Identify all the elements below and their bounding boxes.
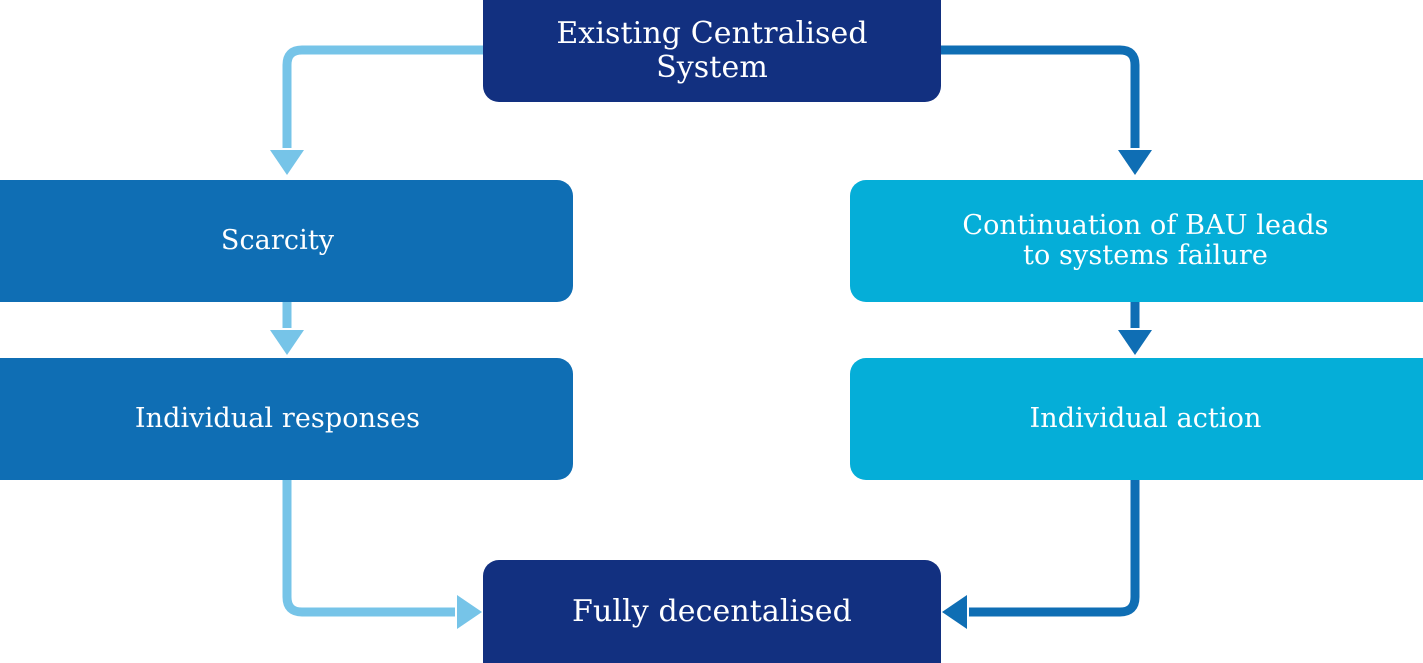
edge-existing-to-bau (941, 45, 1152, 175)
node-fully-decentalised[interactable]: Fully decentalised (483, 560, 941, 663)
edge-existing-to-scarcity (270, 45, 483, 175)
node-scarcity[interactable]: Scarcity (0, 180, 573, 302)
node-label: Scarcity (220, 224, 335, 256)
node-individual-responses[interactable]: Individual responses (0, 358, 573, 480)
node-label: Existing Centralised System (556, 16, 868, 85)
node-continuation-of-bau[interactable]: Continuation of BAU leads to systems fai… (850, 180, 1423, 302)
node-individual-action[interactable]: Individual action (850, 358, 1423, 480)
node-label: Continuation of BAU leads to systems fai… (962, 209, 1329, 271)
node-label: Fully decentalised (572, 593, 852, 629)
edge-individual-responses-to-fully-decentalised (282, 480, 482, 629)
node-existing-centralised-system[interactable]: Existing Centralised System (483, 0, 941, 102)
edge-individual-action-to-fully-decentalised (942, 480, 1140, 629)
node-label: Individual responses (134, 402, 421, 434)
edge-scarcity-to-individual-responses (270, 302, 304, 355)
node-label: Individual action (1029, 402, 1262, 434)
edge-bau-to-individual-action (1118, 302, 1152, 355)
